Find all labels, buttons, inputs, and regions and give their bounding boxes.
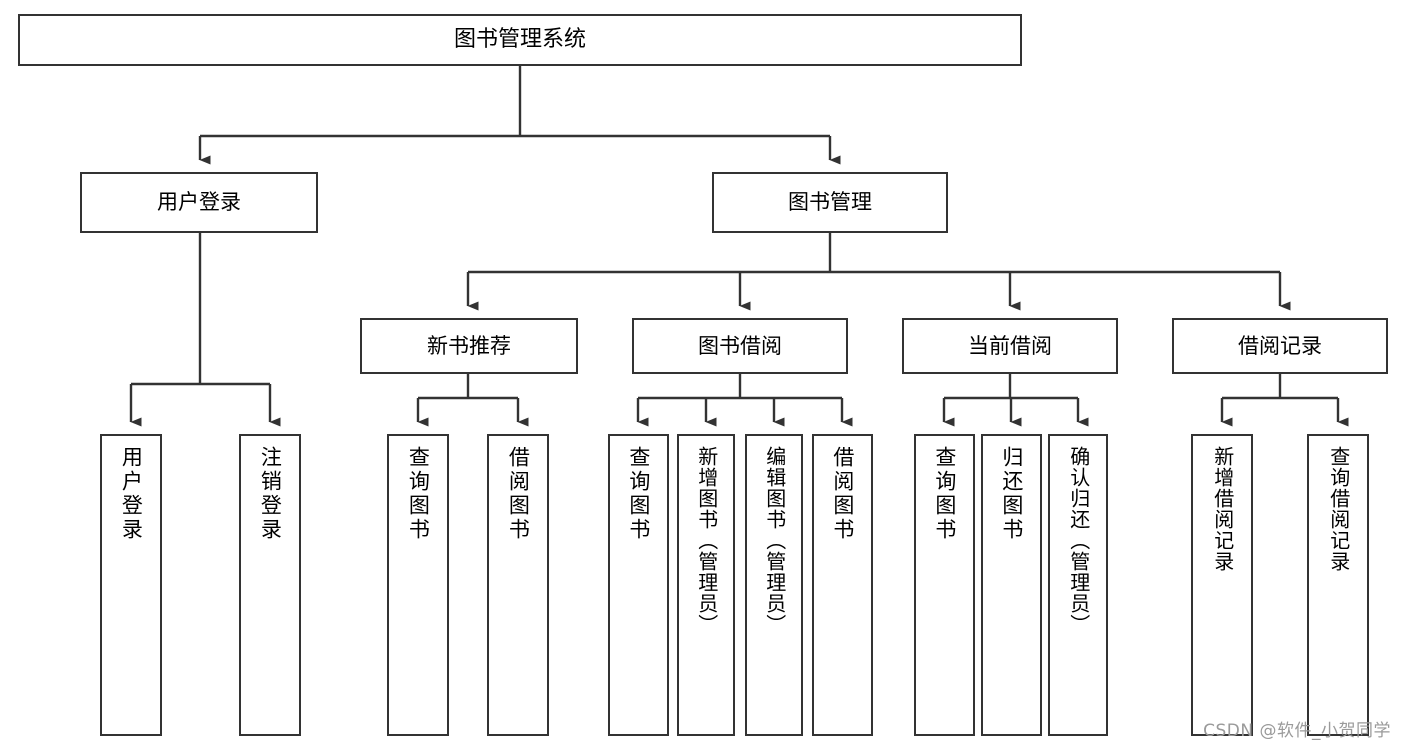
node-leaf-query-book-3[interactable]: 查询图书 bbox=[914, 434, 975, 736]
node-leaf-borrow-book-2-label: 借阅图书 bbox=[830, 446, 855, 542]
node-user-login-label: 用户登录 bbox=[157, 190, 241, 215]
node-leaf-logout-login[interactable]: 注销登录 bbox=[239, 434, 301, 736]
node-leaf-add-book-admin[interactable]: 新增图书（管理员） bbox=[677, 434, 735, 736]
node-leaf-borrow-book-1-label: 借阅图书 bbox=[506, 446, 531, 542]
node-leaf-add-borrow-record[interactable]: 新增借阅记录 bbox=[1191, 434, 1253, 736]
watermark-text: CSDN @软件_小贺同学 bbox=[1203, 721, 1391, 741]
node-user-login[interactable]: 用户登录 bbox=[80, 172, 318, 233]
node-leaf-query-book-1[interactable]: 查询图书 bbox=[387, 434, 449, 736]
node-book-manage-label: 图书管理 bbox=[788, 190, 872, 215]
node-leaf-query-book-2[interactable]: 查询图书 bbox=[608, 434, 669, 736]
node-leaf-query-borrow-record[interactable]: 查询借阅记录 bbox=[1307, 434, 1369, 736]
node-borrow-record[interactable]: 借阅记录 bbox=[1172, 318, 1388, 374]
node-leaf-borrow-book-1[interactable]: 借阅图书 bbox=[487, 434, 549, 736]
node-leaf-user-login-label: 用户登录 bbox=[119, 446, 144, 542]
node-leaf-logout-login-label: 注销登录 bbox=[258, 446, 283, 542]
node-leaf-add-book-admin-label: 新增图书（管理员） bbox=[694, 446, 719, 635]
node-leaf-edit-book-admin-label: 编辑图书（管理员） bbox=[762, 446, 787, 635]
node-leaf-query-book-2-label: 查询图书 bbox=[626, 446, 651, 542]
node-leaf-borrow-book-2[interactable]: 借阅图书 bbox=[812, 434, 873, 736]
node-current-borrow[interactable]: 当前借阅 bbox=[902, 318, 1118, 374]
node-leaf-return-book[interactable]: 归还图书 bbox=[981, 434, 1042, 736]
node-leaf-return-book-label: 归还图书 bbox=[999, 446, 1024, 542]
node-book-borrow[interactable]: 图书借阅 bbox=[632, 318, 848, 374]
node-leaf-query-book-1-label: 查询图书 bbox=[406, 446, 431, 542]
node-leaf-query-book-3-label: 查询图书 bbox=[932, 446, 957, 542]
node-current-borrow-label: 当前借阅 bbox=[968, 333, 1052, 358]
node-book-borrow-label: 图书借阅 bbox=[698, 333, 782, 358]
node-new-book-recommend[interactable]: 新书推荐 bbox=[360, 318, 578, 374]
node-root-system[interactable]: 图书管理系统 bbox=[18, 14, 1022, 66]
node-new-book-recommend-label: 新书推荐 bbox=[427, 333, 511, 358]
node-leaf-confirm-return-admin-label: 确认归还（管理员） bbox=[1066, 446, 1091, 635]
node-leaf-query-borrow-record-label: 查询借阅记录 bbox=[1326, 446, 1351, 572]
node-root-system-label: 图书管理系统 bbox=[453, 27, 586, 53]
node-borrow-record-label: 借阅记录 bbox=[1238, 333, 1322, 358]
node-book-manage[interactable]: 图书管理 bbox=[712, 172, 948, 233]
node-leaf-user-login[interactable]: 用户登录 bbox=[100, 434, 162, 736]
node-leaf-confirm-return-admin[interactable]: 确认归还（管理员） bbox=[1048, 434, 1108, 736]
node-leaf-add-borrow-record-label: 新增借阅记录 bbox=[1210, 446, 1235, 572]
node-leaf-edit-book-admin[interactable]: 编辑图书（管理员） bbox=[745, 434, 803, 736]
